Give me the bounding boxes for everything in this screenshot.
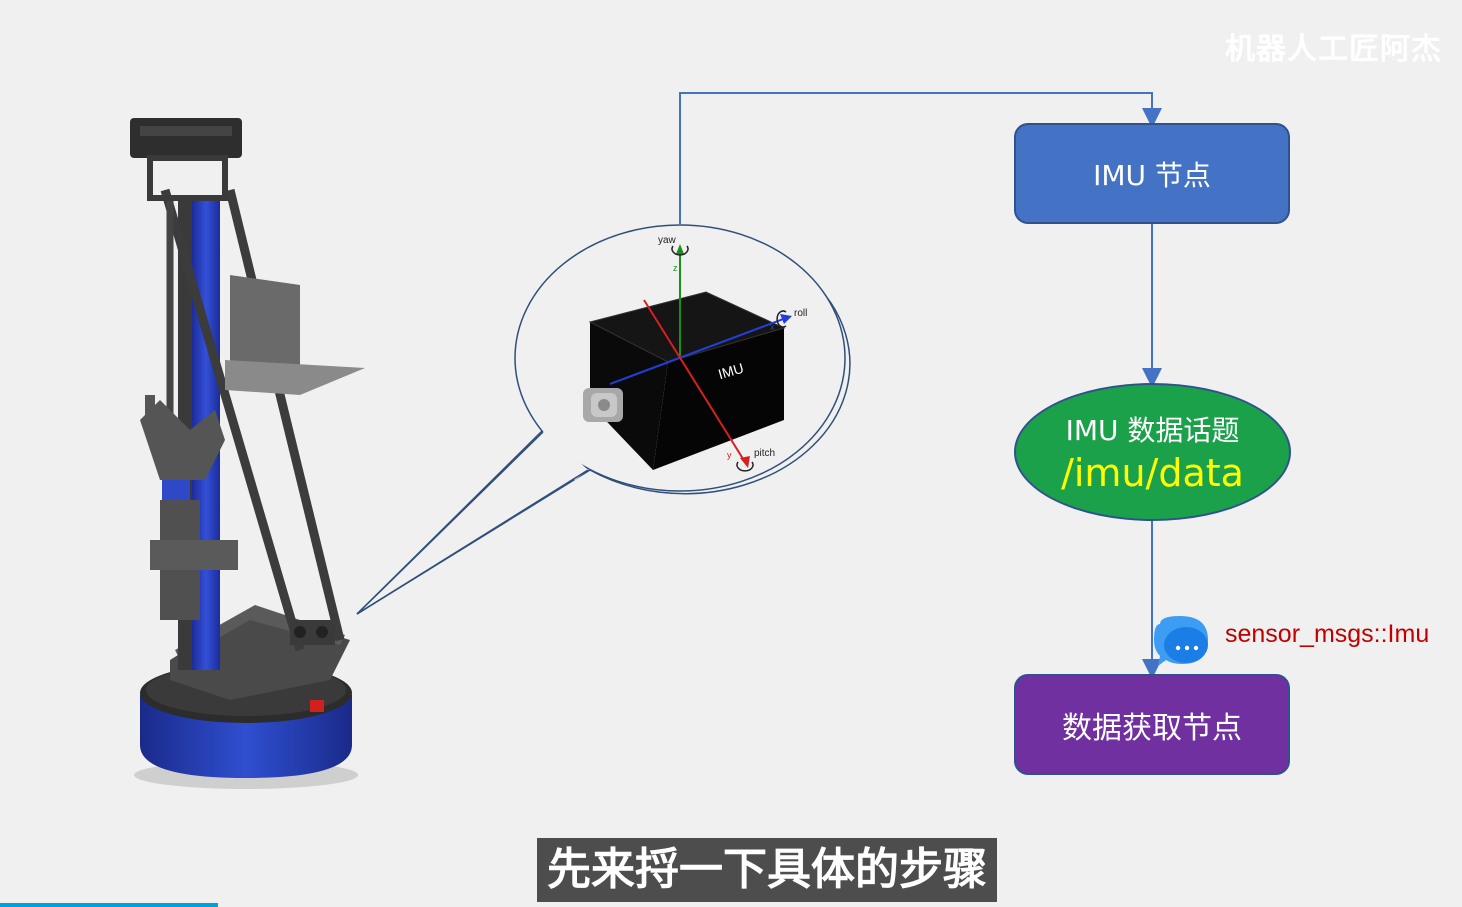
watermark: 机器人工匠阿杰 (1225, 32, 1442, 67)
topic-name: /imu/data (1061, 451, 1244, 495)
video-subtitle: 先来捋一下具体的步骤 (537, 838, 997, 902)
connector-imu-to-node (679, 92, 1162, 224)
z-axis-label: z (673, 263, 678, 273)
subscriber-node: 数据获取节点 (1014, 674, 1290, 775)
y-axis (643, 299, 746, 463)
message-bubble-icon (1154, 616, 1208, 666)
imu-node-label: IMU 节点 (1093, 158, 1211, 192)
imu-node: IMU 节点 (1014, 123, 1290, 224)
robot-illustration (130, 118, 365, 789)
topic-title: IMU 数据话题 (1065, 414, 1240, 447)
x-axis-label: x (770, 322, 775, 332)
roll-label: roll (794, 308, 808, 319)
y-axis-label: y (727, 450, 732, 460)
yaw-label: yaw (658, 235, 676, 246)
imu-topic-node: IMU 数据话题 /imu/data (1014, 383, 1291, 521)
flow-connectors (679, 92, 1162, 679)
playback-progress-bar[interactable] (0, 903, 218, 907)
subscriber-node-label: 数据获取节点 (1062, 710, 1242, 746)
imu-callout (356, 224, 851, 615)
pitch-label: pitch (754, 448, 776, 459)
x-axis (609, 317, 787, 385)
yaw-rotation-icon (671, 245, 689, 256)
pitch-rotation-icon (736, 461, 754, 472)
message-type-label: sensor_msgs::Imu (1225, 620, 1430, 648)
roll-rotation-icon (776, 310, 787, 328)
imu-connector (583, 388, 623, 422)
